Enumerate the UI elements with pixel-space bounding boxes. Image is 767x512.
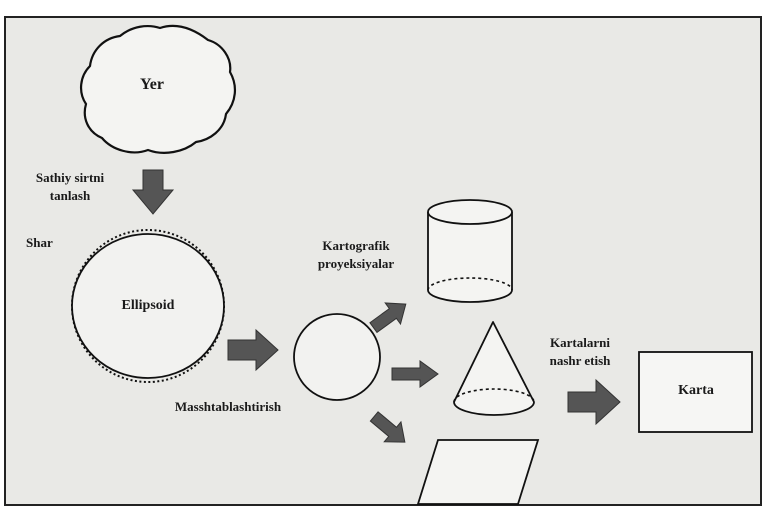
- plane-projection-icon: [416, 439, 540, 505]
- map-label: Karta: [678, 383, 714, 398]
- projections-label-line2: proyeksiyalar: [317, 256, 395, 271]
- arrow-to-cylinder: [369, 302, 407, 334]
- ellipsoid-label: Ellipsoid: [121, 298, 175, 313]
- cone-projection-icon: [453, 321, 535, 416]
- ellipsoid-shape: [71, 233, 225, 379]
- arrow-select-surface: [131, 169, 175, 215]
- select-surface-label-line2: tanlash: [49, 188, 91, 203]
- earth-blob: [80, 24, 236, 154]
- publishing-label-line2: nashr etish: [549, 353, 611, 368]
- scaled-globe: [293, 313, 381, 401]
- arrow-to-cone: [391, 360, 439, 388]
- projections-label-line1: Kartografik: [322, 238, 390, 253]
- earth-label: Yer: [140, 76, 164, 93]
- select-surface-label-line1: Sathiy sirtni: [35, 170, 105, 185]
- scaling-label: Masshtablashtirish: [174, 399, 282, 414]
- arrow-to-map: [567, 378, 621, 426]
- arrow-to-scaled-sphere: [227, 328, 279, 372]
- publishing-label-line1: Kartalarni: [550, 335, 610, 350]
- arrow-to-plane: [369, 411, 406, 443]
- map-box: [638, 351, 753, 433]
- cylinder-projection-icon: [427, 199, 513, 303]
- sphere-label: Shar: [26, 235, 53, 250]
